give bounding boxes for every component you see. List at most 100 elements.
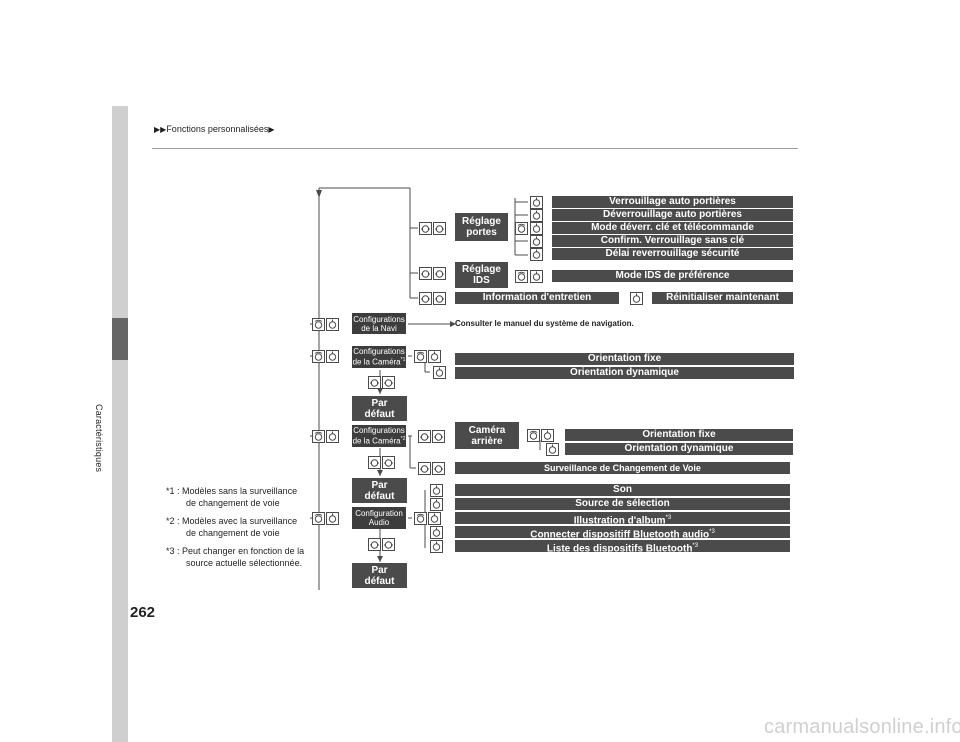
watermark: carmanualsonline.info [764, 716, 960, 738]
default-1-label-1: Par [371, 397, 388, 409]
footnote-3: *3 : Peut changer en fonction de la sour… [166, 545, 304, 569]
camera-config-2-label-2: de la Caméra [352, 436, 401, 446]
door-settings-box[interactable]: Réglage portes [455, 213, 508, 241]
header-rule [152, 148, 798, 149]
footnote-2-key: *2 : [166, 516, 180, 526]
audio-config-label-2: Audio [368, 518, 390, 527]
rear-camera-box[interactable]: Caméra arrière [455, 422, 519, 449]
door-item-security-relock-delay[interactable]: Délai reverrouillage sécurité [552, 248, 793, 260]
navi-manual-reference: Consulter le manuel du système de naviga… [455, 319, 634, 328]
door-item-key-remote-unlock-mode[interactable]: Mode déverr. clé et télécommande [552, 222, 793, 234]
rotate-knob-icon [312, 318, 325, 331]
rear-camera-label-1: Caméra [468, 424, 506, 436]
footnote-1-key: *1 : [166, 486, 180, 496]
camera-config-1-box[interactable]: Configurations de la Caméra*1 [352, 346, 406, 368]
press-knob-icon [546, 443, 559, 456]
breadcrumb[interactable]: ▶▶Fonctions personnalisées▶ [154, 124, 275, 134]
press-knob-icon [530, 235, 543, 248]
move-knob-icon [419, 222, 432, 235]
audio-item-album-art-note: *3 [665, 515, 672, 521]
move-knob-icon [432, 462, 445, 475]
rotate-knob-icon [515, 222, 528, 235]
door-settings-label-2: portes [466, 227, 497, 238]
navi-config-label-2: de la Navi [361, 323, 397, 333]
camera-config-1-note: *1 [400, 357, 406, 364]
press-knob-icon [541, 429, 554, 442]
navi-config-box[interactable]: Configurations de la Navi [352, 313, 406, 334]
ids-settings-label-1: Réglage [462, 264, 501, 275]
breadcrumb-end-arrow-icon: ▶ [268, 125, 275, 134]
move-knob-icon [418, 430, 431, 443]
footnote-3-line-1: Peut changer en fonction de la [182, 546, 305, 556]
audio-item-album-art-label: Illustration d'album [573, 515, 666, 527]
navi-config-label-1: Configurations [353, 314, 405, 324]
move-knob-icon [433, 267, 446, 280]
press-knob-icon [530, 222, 543, 235]
door-item-auto-unlock[interactable]: Déverrouillage auto portières [552, 209, 793, 221]
door-item-keyless-lock-confirm[interactable]: Confirm. Verrouillage sans clé [552, 235, 793, 247]
audio-item-connect-bt[interactable]: Connecter dispositiff Bluetooth audio*3 [455, 526, 790, 540]
audio-item-bt-list[interactable]: Liste des dispositifs Bluetooth*3 [455, 540, 790, 555]
camera-config-1-label-1: Configurations [353, 347, 405, 357]
move-knob-icon [419, 292, 432, 305]
default-1-box[interactable]: Par défaut [352, 396, 407, 421]
footnote-1-line-2: de changement de voie [186, 498, 280, 508]
audio-item-bt-list-note: *3 [692, 543, 699, 549]
rotate-knob-icon [414, 350, 427, 363]
default-2-box[interactable]: Par défaut [352, 478, 407, 503]
move-knob-icon [382, 456, 395, 469]
press-knob-icon [430, 526, 443, 539]
ids-preference-mode[interactable]: Mode IDS de préférence [552, 270, 793, 282]
move-knob-icon [382, 538, 395, 551]
camera-config-2-box[interactable]: Configurations de la Caméra*2 [352, 425, 406, 447]
footnote-3-line-2: source actuelle sélectionnée. [186, 558, 303, 568]
audio-item-sound-label: Son [613, 484, 632, 495]
default-2-label-1: Par [371, 479, 388, 491]
camera1-dynamic-guideline[interactable]: Orientation dynamique [455, 367, 794, 379]
breadcrumb-title: Fonctions personnalisées [166, 124, 269, 134]
maintenance-info[interactable]: Information d'entretien [455, 292, 619, 304]
audio-item-connect-bt-note: *3 [709, 529, 715, 535]
default-3-box[interactable]: Par défaut [352, 563, 407, 588]
move-knob-icon [418, 462, 431, 475]
move-knob-icon [433, 222, 446, 235]
audio-item-bt-list-label: Liste des dispositifs Bluetooth [546, 543, 693, 555]
audio-item-sound[interactable]: Son [455, 484, 790, 496]
press-knob-icon [433, 366, 446, 379]
audio-item-album-art[interactable]: Illustration d'album*3 [455, 512, 790, 527]
rear-camera-dynamic-guideline[interactable]: Orientation dynamique [565, 443, 793, 455]
ids-settings-box[interactable]: Réglage IDS [455, 262, 508, 288]
move-knob-icon [368, 376, 381, 389]
door-item-auto-lock[interactable]: Verrouillage auto portières [552, 196, 793, 208]
move-knob-icon [419, 267, 432, 280]
press-knob-icon [428, 350, 441, 363]
audio-item-source-select[interactable]: Source de sélection [455, 498, 790, 510]
press-knob-icon [326, 512, 339, 525]
press-knob-icon [326, 318, 339, 331]
rotate-knob-icon [312, 430, 325, 443]
door-settings-label-1: Réglage [462, 216, 501, 227]
lane-watch[interactable]: Surveillance de Changement de Voie [455, 462, 790, 474]
press-knob-icon [430, 540, 443, 553]
rotate-knob-icon [312, 350, 325, 363]
audio-config-box[interactable]: Configuration Audio [352, 507, 406, 529]
camera-config-2-note: *2 [400, 436, 406, 443]
footnote-1: *1 : Modèles sans la surveillance de cha… [166, 485, 297, 509]
press-knob-icon [326, 350, 339, 363]
press-knob-icon [530, 196, 543, 209]
press-knob-icon [326, 430, 339, 443]
move-knob-icon [368, 538, 381, 551]
footnote-2-line-2: de changement de voie [186, 528, 280, 538]
footnote-2-line-1: Modèles avec la surveillance [182, 516, 298, 526]
press-knob-icon [530, 270, 543, 283]
press-knob-icon [630, 292, 643, 305]
rear-camera-fixed-guideline[interactable]: Orientation fixe [565, 429, 793, 441]
audio-item-source-select-label: Source de sélection [575, 498, 670, 509]
move-knob-icon [382, 376, 395, 389]
camera1-fixed-guideline[interactable]: Orientation fixe [455, 353, 794, 365]
default-2-label-2: défaut [364, 490, 395, 502]
press-knob-icon [530, 248, 543, 261]
reset-now[interactable]: Réinitialiser maintenant [652, 292, 793, 304]
default-3-label-2: défaut [364, 575, 395, 587]
move-knob-icon [433, 292, 446, 305]
